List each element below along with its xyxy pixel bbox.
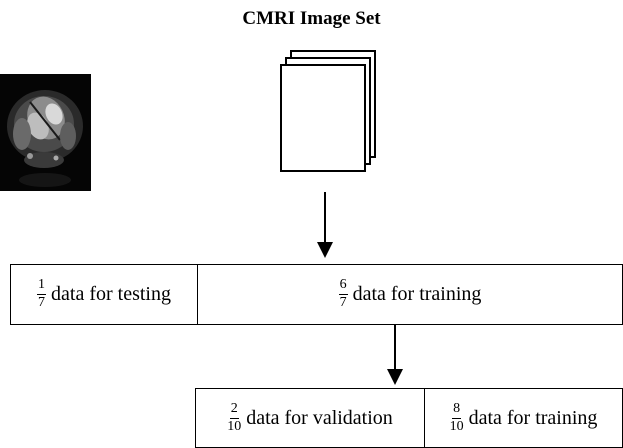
second-training-fraction: 8 10: [449, 401, 464, 434]
first-split-box: 1 7 data for testing 6 7 data for traini…: [10, 264, 623, 325]
second-training-cell: 8 10 data for training: [425, 389, 622, 447]
testing-cell: 1 7 data for testing: [11, 265, 197, 324]
validation-cell: 2 10 data for validation: [196, 389, 424, 447]
second-training-denominator: 10: [449, 418, 464, 434]
second-training-numerator: 8: [452, 401, 462, 419]
testing-label: data for testing: [51, 283, 171, 305]
first-split-divider: [197, 265, 198, 324]
arrow-to-split-two: [394, 325, 396, 371]
second-split-divider: [424, 389, 425, 447]
image-stack: [276, 50, 381, 195]
training-fraction: 6 7: [338, 278, 348, 310]
arrow-head-split-two: [387, 369, 403, 385]
second-split-box: 2 10 data for validation 8 10 data for t…: [195, 388, 623, 448]
testing-denominator: 7: [38, 295, 46, 310]
testing-fraction: 1 7: [37, 278, 47, 310]
training-numerator: 6: [338, 278, 348, 295]
validation-fraction: 2 10: [227, 401, 242, 434]
diagram-title: CMRI Image Set: [242, 8, 381, 29]
validation-numerator: 2: [229, 401, 239, 419]
stack-sheet-front: [280, 64, 366, 172]
validation-label: data for validation: [246, 406, 393, 429]
cardiac-mri-icon: [0, 74, 91, 191]
validation-denominator: 10: [227, 418, 242, 434]
arrow-to-split-one: [324, 192, 326, 244]
arrow-head-split-one: [317, 242, 333, 258]
second-training-label: data for training: [468, 406, 598, 429]
training-denominator: 7: [339, 295, 347, 310]
testing-numerator: 1: [37, 278, 47, 295]
training-cell: 6 7 data for training: [198, 265, 622, 324]
training-label: data for training: [352, 283, 482, 305]
